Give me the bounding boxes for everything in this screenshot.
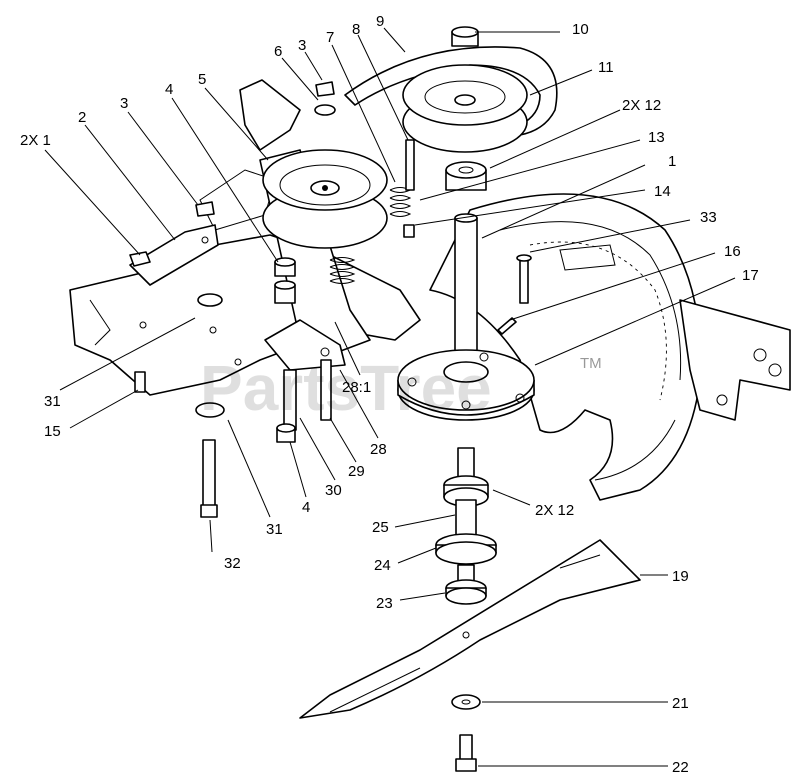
callout-1: 1 xyxy=(668,153,676,170)
callout-7: 7 xyxy=(326,29,334,46)
blade-bolt xyxy=(455,734,477,772)
callout-19: 19 xyxy=(672,568,689,585)
bolt xyxy=(134,139,415,393)
spindle-housing xyxy=(397,349,535,421)
callout-31: 31 xyxy=(44,393,61,410)
callout-3: 3 xyxy=(120,95,128,112)
callout-31: 31 xyxy=(266,521,283,538)
callout-22: 22 xyxy=(672,759,689,776)
callout-2x12: 2X 12 xyxy=(535,502,574,519)
mower-blade xyxy=(299,539,641,719)
callout-3: 3 xyxy=(298,37,306,54)
callout-4: 4 xyxy=(165,81,173,98)
watermark-mark: TM xyxy=(580,355,602,372)
carriage-bolt xyxy=(200,439,218,518)
deck-bracket xyxy=(679,299,791,421)
blade-washer xyxy=(451,694,481,710)
bolt xyxy=(283,359,332,431)
watermark: PartsTree xyxy=(200,352,492,424)
callout-11: 11 xyxy=(598,59,614,76)
bolt xyxy=(497,317,517,335)
callout-15: 15 xyxy=(44,423,61,440)
bushing xyxy=(276,423,296,443)
callout-10: 10 xyxy=(572,21,589,38)
idler-pulley xyxy=(262,149,388,249)
callout-2x12: 2X 12 xyxy=(622,97,661,114)
callout-24: 24 xyxy=(374,557,391,574)
callout-17: 17 xyxy=(742,267,759,284)
callout-28: 28 xyxy=(370,441,387,458)
callout-28-1: 28:1 xyxy=(342,379,371,396)
callout-8: 8 xyxy=(352,21,360,38)
bolt xyxy=(516,254,532,304)
callout-labels: 2X 1 2 3 4 5 6 3 7 8 9 10 11 2X 12 13 1 … xyxy=(20,13,759,776)
pivot-arm xyxy=(264,319,346,371)
callout-32: 32 xyxy=(224,555,241,572)
spindle-pulley xyxy=(402,64,528,153)
spindle-lower-shaft xyxy=(435,447,497,605)
leader-lines xyxy=(44,27,736,767)
flat-washer xyxy=(195,293,225,418)
callout-21: 21 xyxy=(672,695,689,712)
callout-9: 9 xyxy=(376,13,384,30)
callout-23: 23 xyxy=(376,595,393,612)
nut xyxy=(451,26,479,47)
callout-33: 33 xyxy=(700,209,717,226)
callout-25: 25 xyxy=(372,519,389,536)
callout-16: 16 xyxy=(724,243,741,260)
bracket xyxy=(129,224,219,286)
callout-30: 30 xyxy=(325,482,342,499)
callout-29: 29 xyxy=(348,463,365,480)
spindle-shaft xyxy=(454,213,478,354)
callout-13: 13 xyxy=(648,129,665,146)
callout-2x1: 2X 1 xyxy=(20,132,51,149)
callout-4: 4 xyxy=(302,499,310,516)
spacer xyxy=(445,161,487,191)
flat-washer xyxy=(314,104,336,116)
bushing xyxy=(274,257,296,304)
callout-5: 5 xyxy=(198,71,206,88)
callout-14: 14 xyxy=(654,183,671,200)
callout-6: 6 xyxy=(274,43,282,60)
callout-2: 2 xyxy=(78,109,86,126)
hex-nut xyxy=(129,81,335,267)
